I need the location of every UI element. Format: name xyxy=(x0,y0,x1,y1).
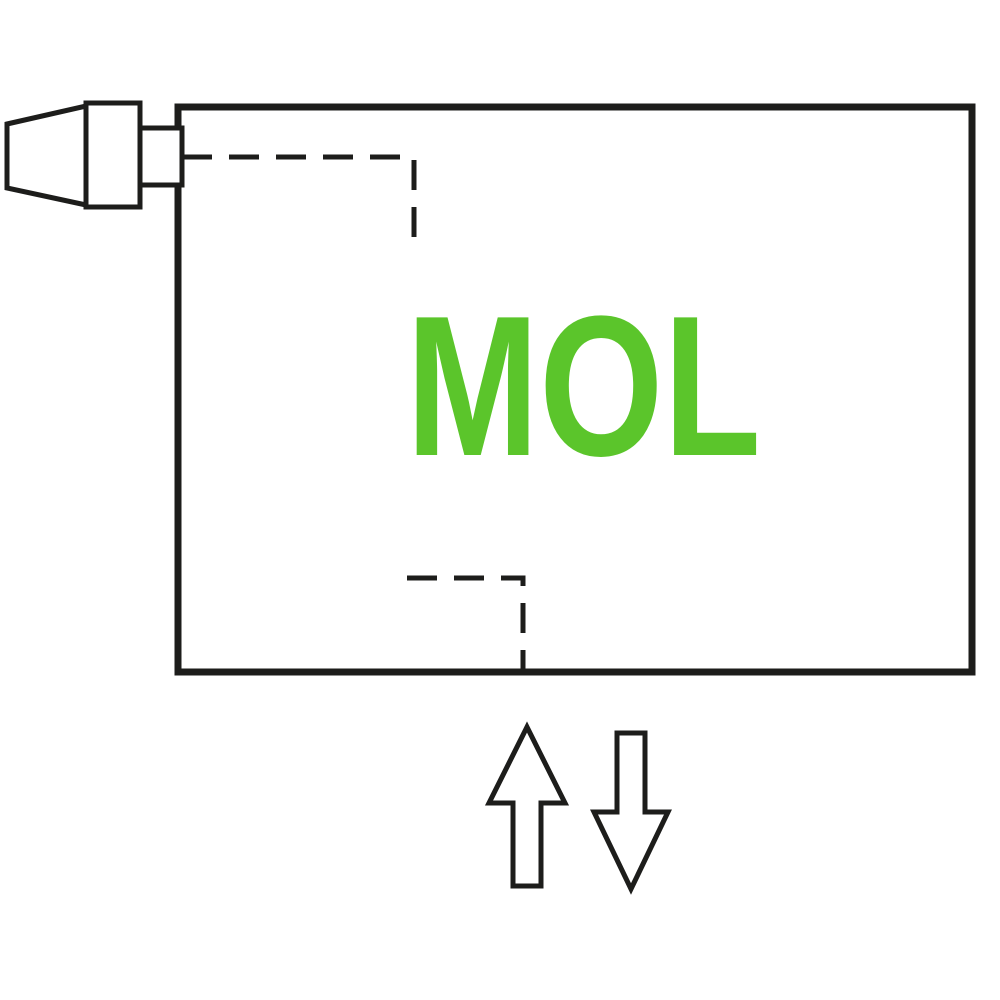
flow-up-arrow-icon xyxy=(484,721,570,889)
top-connection-dashed-line xyxy=(182,154,417,252)
valve-cone xyxy=(4,102,89,209)
valve-body xyxy=(83,100,143,210)
bottom-connection-dashed-line xyxy=(407,575,526,670)
connection-type-label: MOL xyxy=(406,275,761,498)
radiator-panel-outline xyxy=(174,103,976,676)
valve-icon xyxy=(4,100,185,210)
valve-connector xyxy=(137,125,185,188)
flow-down-arrow-icon xyxy=(590,730,672,895)
